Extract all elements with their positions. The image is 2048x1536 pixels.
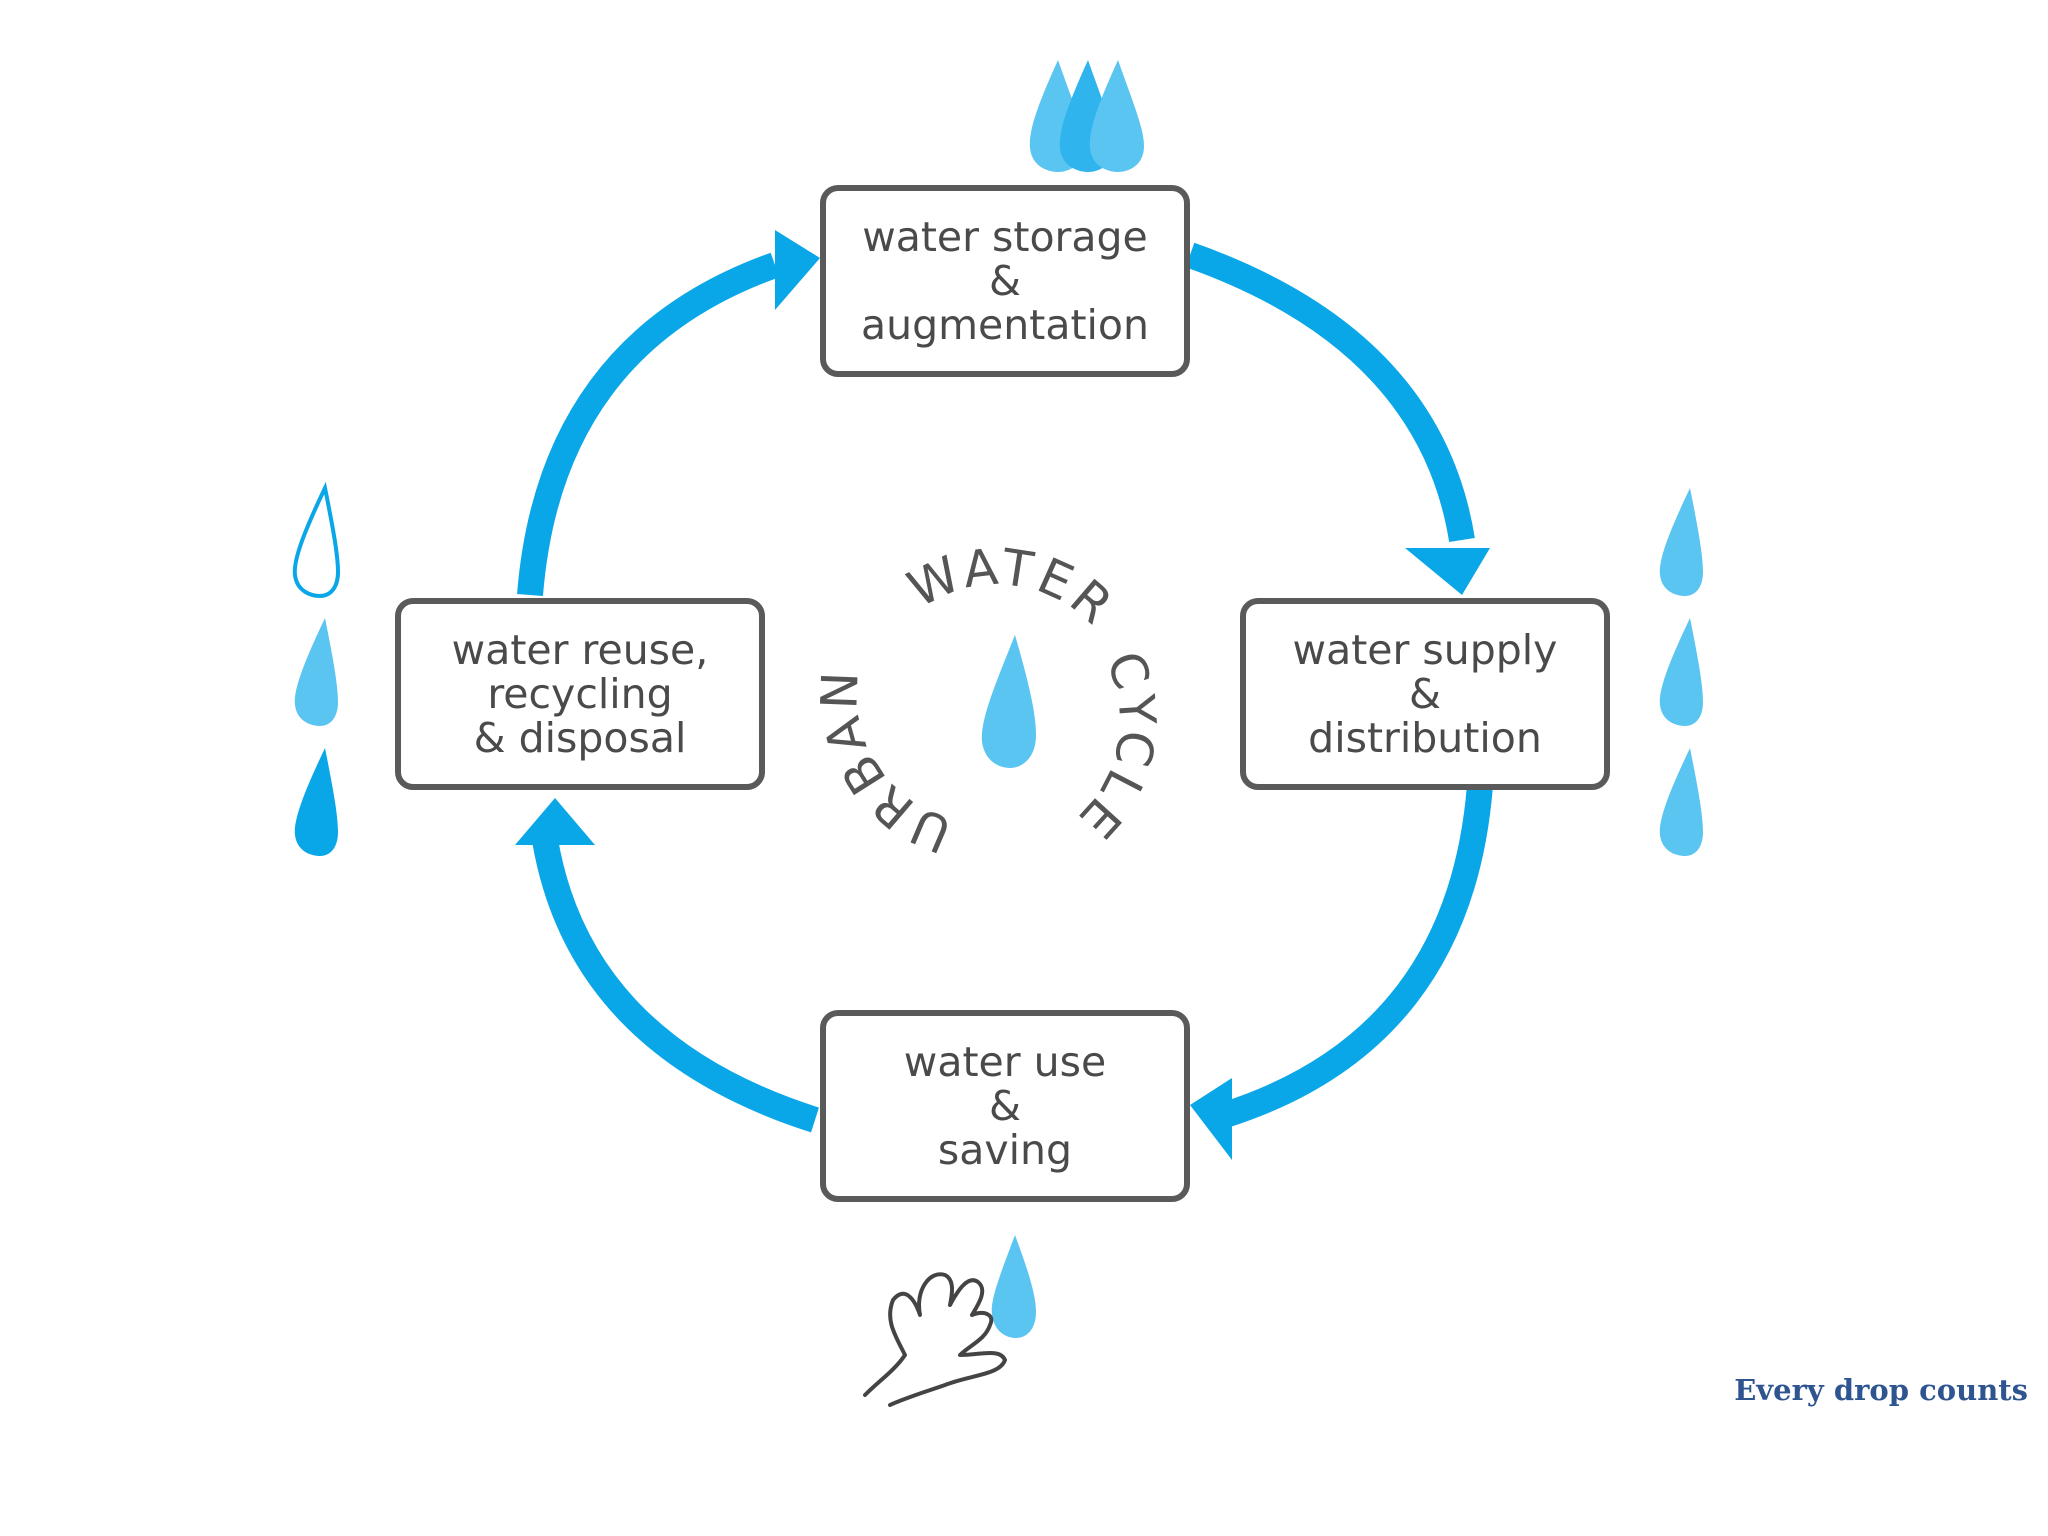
hand-icon (863, 1235, 1036, 1407)
water-drop-icon (981, 635, 1036, 768)
cycle-arrow-icon (1185, 242, 1490, 595)
stage-reuse-line3: & disposal (473, 714, 687, 762)
stage-storage: water storage & augmentation (820, 185, 1190, 377)
stage-supply-line3: distribution (1308, 714, 1542, 762)
stage-reuse: water reuse, recycling & disposal (395, 598, 765, 790)
stage-supply: water supply & distribution (1240, 598, 1610, 790)
stage-reuse-line2: recycling (487, 670, 673, 718)
stage-use-line3: saving (937, 1126, 1073, 1174)
water-drop-icon (1659, 748, 1703, 856)
water-drop-icon (294, 748, 338, 856)
water-drop-icon (294, 618, 338, 726)
cycle-arrow-icon (515, 798, 819, 1133)
stage-use-line1: water use (903, 1038, 1107, 1086)
stage-supply-line2: & (1409, 670, 1441, 718)
stage-storage-line2: & (989, 257, 1021, 305)
cycle-arrow-icon (1190, 783, 1493, 1160)
stage-reuse-line1: water reuse, (451, 626, 709, 674)
cycle-arrow-icon (517, 230, 820, 597)
stage-storage-line1: water storage (862, 213, 1148, 261)
water-drop-icon (1659, 618, 1703, 726)
tagline: Every drop counts (1734, 1373, 2028, 1407)
stage-use-line2: & (989, 1082, 1021, 1130)
water-drop-icon (292, 481, 341, 599)
stage-supply-line1: water supply (1292, 626, 1558, 674)
water-drop-icon (1029, 60, 1144, 172)
stage-storage-line3: augmentation (860, 301, 1150, 349)
water-drop-icon (1659, 488, 1703, 596)
stage-use: water use & saving (820, 1010, 1190, 1202)
